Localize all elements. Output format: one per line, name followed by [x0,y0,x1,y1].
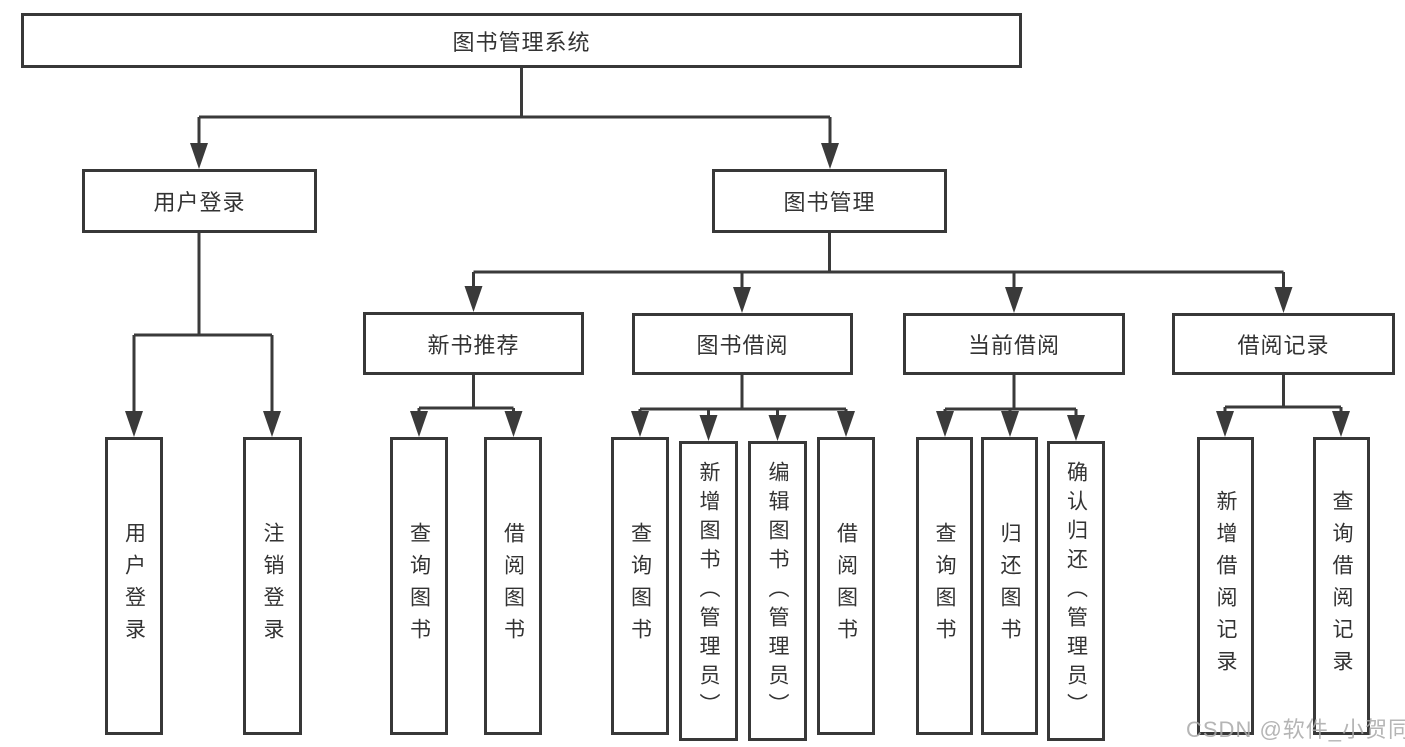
leaf-label: 用户登录 [122,522,146,650]
leaf-query-books-borrow: 查询图书 [611,437,669,735]
node-label: 新书推荐 [427,332,520,358]
leaf-edit-book-admin: 编辑图书（管理员） [748,441,807,741]
leaf-confirm-return-admin: 确认归还（管理员） [1047,441,1105,741]
node-borrow-records: 借阅记录 [1172,313,1395,375]
leaf-label: 编辑图书（管理员） [766,460,789,722]
node-label: 当前借阅 [967,333,1060,358]
leaf-query-books-recommend: 查询图书 [390,437,448,735]
leaf-label: 确认归还（管理员） [1064,460,1088,722]
node-book-borrow: 图书借阅 [632,313,853,375]
leaf-borrow-books-recommend: 借阅图书 [484,437,542,735]
leaf-label: 注销登录 [261,522,284,650]
leaf-label: 新增借阅记录 [1214,490,1237,682]
leaf-label: 查询图书 [933,522,956,650]
leaf-label: 归还图书 [998,522,1021,650]
node-new-book-recommend: 新书推荐 [363,312,584,375]
leaf-label: 借阅图书 [834,522,858,650]
node-label: 借阅记录 [1237,333,1330,358]
node-label: 图书借阅 [696,333,789,358]
leaf-label: 新增图书（管理员） [697,460,720,722]
leaf-return-books: 归还图书 [981,437,1038,735]
node-label: 图书管理系统 [452,29,591,55]
node-label: 图书管理 [783,190,876,215]
leaf-query-borrow-record: 查询借阅记录 [1313,437,1370,735]
leaf-label: 借阅图书 [501,522,525,650]
node-book-management: 图书管理 [712,169,947,233]
node-user-login: 用户登录 [82,169,317,233]
leaf-user-login: 用户登录 [105,437,163,735]
node-library-management-system: 图书管理系统 [21,13,1022,68]
leaf-logout: 注销登录 [243,437,302,735]
leaf-query-books-current: 查询图书 [916,437,973,735]
leaf-borrow-books-borrow: 借阅图书 [817,437,875,735]
leaf-label: 查询图书 [407,522,431,650]
leaf-label: 查询借阅记录 [1330,490,1353,682]
csdn-watermark: CSDN @软件_小贺同学 [1186,717,1405,742]
leaf-add-borrow-record: 新增借阅记录 [1197,437,1254,735]
node-current-borrow: 当前借阅 [903,313,1125,375]
node-label: 用户登录 [153,190,246,215]
leaf-add-book-admin: 新增图书（管理员） [679,441,738,741]
leaf-label: 查询图书 [628,522,652,650]
